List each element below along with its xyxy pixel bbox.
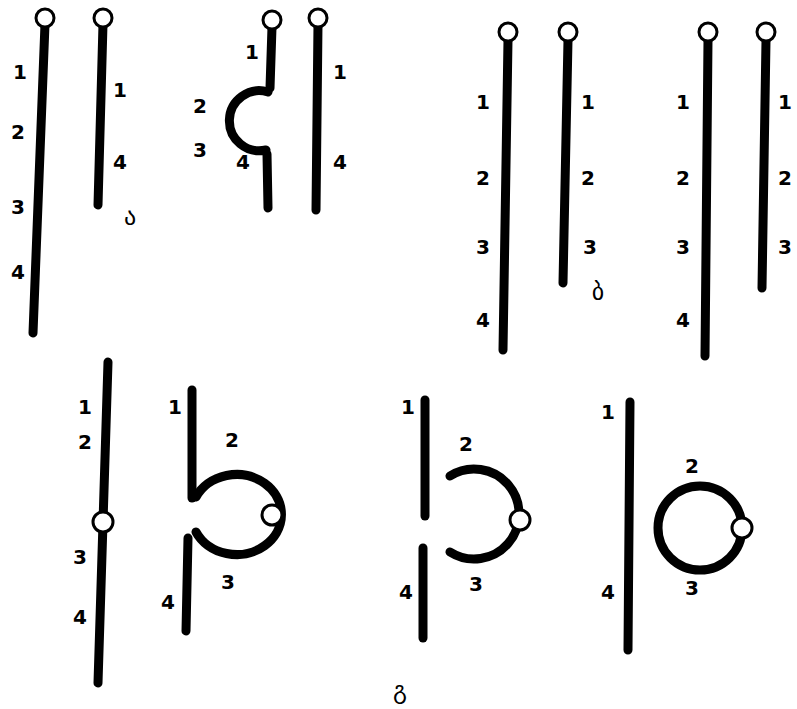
segment-number: 4 bbox=[601, 582, 615, 602]
segment-number: 2 bbox=[676, 168, 690, 188]
centromere bbox=[499, 23, 517, 41]
chromosome bbox=[762, 40, 766, 288]
centromere bbox=[559, 23, 577, 41]
segment-number: 2 bbox=[476, 168, 490, 188]
segment-number: 1 bbox=[401, 397, 415, 417]
segment-number: 3 bbox=[193, 140, 207, 160]
segment-number: 3 bbox=[11, 197, 25, 217]
chromosome bbox=[503, 40, 508, 350]
segment-number: 4 bbox=[73, 607, 87, 627]
segment-number: 1 bbox=[676, 92, 690, 112]
segment-number: 4 bbox=[161, 592, 175, 612]
segment-number: 3 bbox=[469, 574, 483, 594]
segment-number: 1 bbox=[601, 402, 615, 422]
segment-number: 1 bbox=[778, 92, 792, 112]
chromosome bbox=[316, 24, 318, 210]
segment-number: 3 bbox=[685, 578, 699, 598]
segment-number: 4 bbox=[399, 582, 413, 602]
panel-letter: ბ bbox=[592, 280, 604, 304]
segment-number: 1 bbox=[78, 397, 92, 417]
chromosome bbox=[421, 400, 430, 516]
centromere bbox=[94, 9, 112, 27]
ring-loop bbox=[196, 475, 281, 555]
segment-number: 3 bbox=[676, 237, 690, 257]
segment-number: 4 bbox=[676, 310, 690, 330]
centromere bbox=[757, 23, 775, 41]
segment-number: 1 bbox=[333, 62, 347, 82]
ring-chromosome bbox=[658, 486, 742, 570]
segment-number: 1 bbox=[113, 80, 127, 100]
chromosome bbox=[419, 548, 428, 638]
chromosome bbox=[33, 24, 45, 333]
chromosome bbox=[98, 24, 103, 205]
segment-number: 3 bbox=[221, 572, 235, 592]
segment-number: 2 bbox=[78, 432, 92, 452]
inversion-loop bbox=[229, 91, 268, 151]
segment-number: 2 bbox=[193, 96, 207, 116]
centromere bbox=[263, 11, 281, 29]
chromosome bbox=[267, 154, 268, 208]
segment-number: 4 bbox=[113, 152, 127, 172]
segment-number: 1 bbox=[245, 42, 259, 62]
centromere bbox=[36, 9, 54, 27]
segment-number: 2 bbox=[459, 434, 473, 454]
centromere bbox=[309, 9, 327, 27]
segment-number: 4 bbox=[476, 310, 490, 330]
centromere bbox=[699, 23, 717, 41]
segment-number: 3 bbox=[73, 547, 87, 567]
segment-number: 4 bbox=[333, 152, 347, 172]
chromosome bbox=[628, 402, 630, 650]
chromosome bbox=[563, 40, 568, 283]
segment-number: 1 bbox=[168, 397, 182, 417]
centromere bbox=[93, 512, 113, 532]
segment-number: 1 bbox=[476, 92, 490, 112]
chromosome bbox=[705, 40, 708, 356]
centromere bbox=[262, 505, 282, 525]
segment-number: 2 bbox=[11, 122, 25, 142]
segment-number: 2 bbox=[685, 456, 699, 476]
panel-letter: ა bbox=[124, 205, 136, 229]
segment-number: 3 bbox=[583, 237, 597, 257]
panel-letter: გ bbox=[393, 678, 407, 702]
segment-number: 2 bbox=[225, 430, 239, 450]
segment-number: 4 bbox=[236, 152, 250, 172]
centromere bbox=[510, 510, 530, 530]
deleted-fragment bbox=[450, 469, 519, 559]
segment-number: 4 bbox=[11, 262, 25, 282]
chromosome bbox=[188, 390, 197, 498]
segment-number: 1 bbox=[13, 62, 27, 82]
segment-number: 1 bbox=[581, 92, 595, 112]
chromosome bbox=[186, 538, 188, 631]
segment-number: 3 bbox=[476, 237, 490, 257]
chromosome bbox=[270, 27, 272, 88]
segment-number: 2 bbox=[581, 168, 595, 188]
centromere bbox=[732, 518, 752, 538]
segment-number: 2 bbox=[778, 168, 792, 188]
segment-number: 3 bbox=[778, 237, 792, 257]
